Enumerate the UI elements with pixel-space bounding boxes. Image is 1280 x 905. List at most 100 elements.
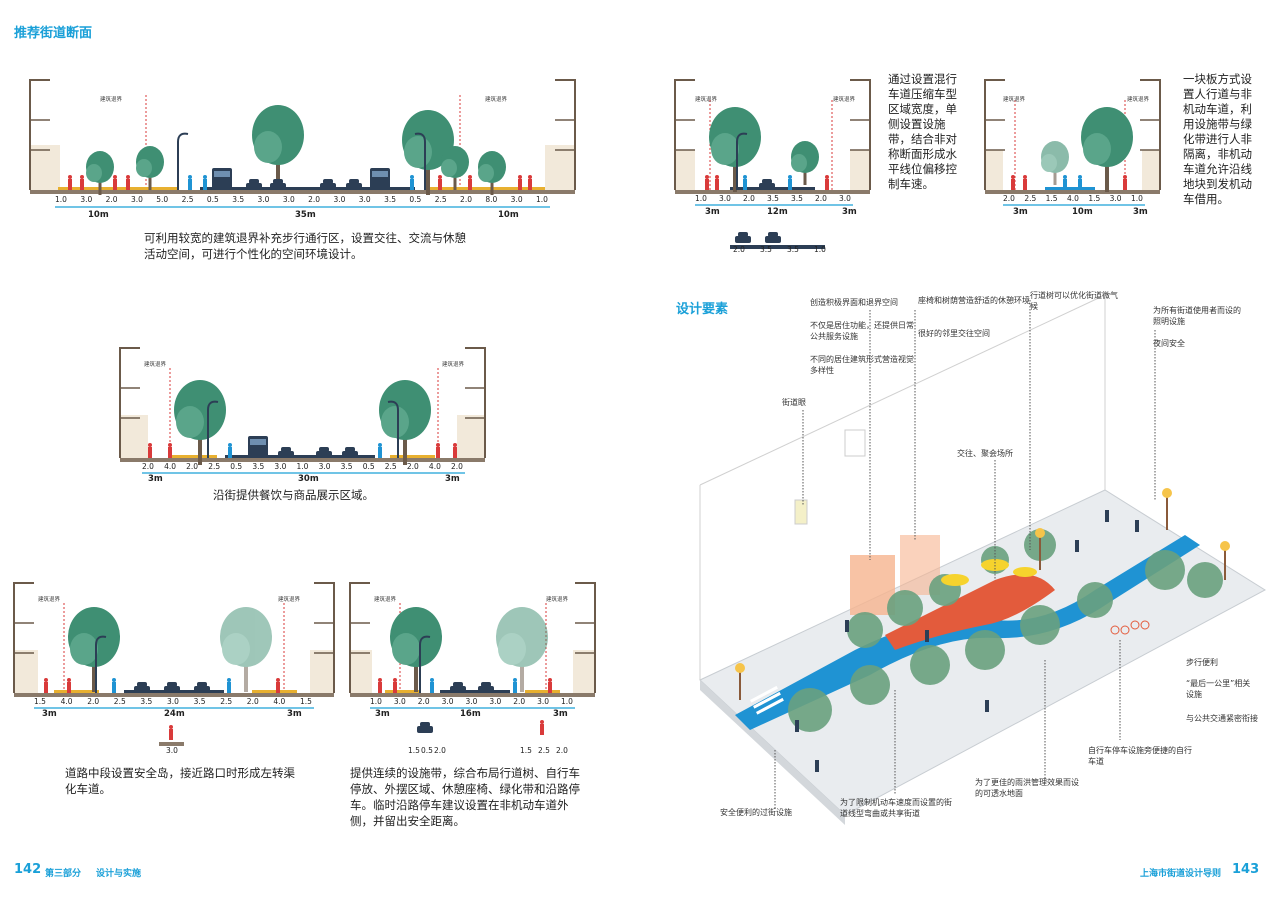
annotation-transit-link: 与公共交通紧密衔接 <box>1186 714 1258 723</box>
section-1-caption: 可利用较宽的建筑退界补充步行通行区，设置交往、交流与休憩活动空间，可进行个性化的… <box>144 231 466 261</box>
dimension-label: 3.5 <box>140 697 153 706</box>
isometric-street-illustration <box>695 290 1266 830</box>
setback-label-right: 建筑退界 <box>1127 97 1150 103</box>
dimension-label: 0.5 <box>230 462 243 471</box>
dimension-label: 2.0 <box>434 746 446 755</box>
section-title: 推荐街道断面 <box>14 26 93 41</box>
total-width-left: 10m <box>88 210 109 220</box>
dimension-label: 4.0 <box>60 697 73 706</box>
setback-label-left: 建筑退界 <box>695 97 718 103</box>
annotation-walkability: 步行便利 <box>1186 658 1218 667</box>
right-book-title: 上海市街道设计导则 <box>1140 869 1222 879</box>
dimension-label: 2.5 <box>113 697 126 706</box>
setback-label-right: 建筑退界 <box>278 597 301 603</box>
section-6-description: 一块板方式设置人行道与非机动车道，利用设施带与绿化带进行人非隔离，非机动车道允许… <box>1183 72 1252 206</box>
left-section-label: 设计与实施 <box>96 869 142 879</box>
dimension-label: 3.5 <box>252 462 265 471</box>
dimension-label: 5.0 <box>156 195 169 204</box>
dimension-label: 1.5 <box>408 746 420 755</box>
dimension-label: 1.5 <box>1045 194 1058 203</box>
section-2-caption: 沿街提供餐饮与商品展示区域。 <box>213 488 374 502</box>
dimension-label: 3.0 <box>274 462 287 471</box>
total-width-left: 3m <box>42 709 57 719</box>
dimension-label: 4.0 <box>164 462 176 471</box>
setback-label-left: 建筑退界 <box>1003 97 1026 103</box>
dimension-label: 3.5 <box>384 195 397 204</box>
dimension-label: 3.0 <box>1109 194 1122 203</box>
dimension-label: 3.0 <box>537 697 550 706</box>
dimension-label: 1.5 <box>1088 194 1101 203</box>
annotation-neighborhood-interaction: 很好的邻里交往空间 <box>918 329 990 338</box>
street-section-4-drawing <box>349 582 596 735</box>
dimension-label: 3.0 <box>80 195 93 204</box>
setback-label-right: 建筑退界 <box>546 597 569 603</box>
annotation-last-mile: “最后一公里”相关设施 <box>1186 679 1251 699</box>
setback-label-left: 建筑退界 <box>374 597 397 603</box>
annotation-gathering-place: 交往、聚会场所 <box>957 449 1013 458</box>
dimension-label: 2.0 <box>87 697 100 706</box>
annotation-traffic-calming: 为了限制机动车速度而设置的街道线型弯曲或共享街道 <box>840 798 952 818</box>
dimension-label: 2.0 <box>186 462 199 471</box>
dimension-label: 3.0 <box>393 697 406 706</box>
dimension-label: 2.0 <box>513 697 526 706</box>
dimension-label: 3.0 <box>358 195 371 204</box>
dimension-label: 2.0 <box>142 462 154 471</box>
dimension-label: 2.0 <box>1003 194 1015 203</box>
annotation-bike-parking: 自行车停车设施旁便捷的自行车道 <box>1088 746 1192 766</box>
dimension-label: 2.5 <box>384 462 397 471</box>
dimension-label: 3.0 <box>167 697 179 706</box>
dimension-label: 2.0 <box>556 746 568 755</box>
dimension-label: 1.0 <box>814 245 826 254</box>
annotation-street-trees: 行道树可以优化街道微气候 <box>1030 291 1118 311</box>
total-width-right: 3m <box>842 207 857 217</box>
annotation-safe-crossing: 安全便利的过街设施 <box>720 808 792 817</box>
street-section-5-drawing <box>674 79 871 249</box>
annotation-visual-diversity: 不同的居住建筑形式营造视觉多样性 <box>810 355 914 375</box>
dimension-label: 0.5 <box>362 462 375 471</box>
total-width-right: 3m <box>1133 207 1148 217</box>
dimension-label: 4.0 <box>273 697 286 706</box>
setback-label-left: 建筑退界 <box>144 362 167 368</box>
dimension-label: 2.5 <box>208 462 221 471</box>
total-width-center: 35m <box>295 210 316 220</box>
dimension-label: 0.5 <box>206 195 219 204</box>
dimension-label: 3.0 <box>489 697 502 706</box>
dimension-label: 3.5 <box>760 245 772 254</box>
total-width-right: 3m <box>287 709 302 719</box>
dimension-label: 3.5 <box>340 462 353 471</box>
total-width-right: 3m <box>553 709 568 719</box>
setback-label-right: 建筑退界 <box>442 362 465 368</box>
dimension-label: 2.0 <box>406 462 419 471</box>
street-section-6-drawing <box>984 79 1161 206</box>
dimension-label: 4.0 <box>428 462 441 471</box>
annotation-seating-shade: 座椅和树荫营造舒适的休憩环境 <box>918 296 1030 305</box>
dimension-label: 0.5 <box>421 746 433 755</box>
dimension-label: 1.0 <box>561 697 573 706</box>
dimension-label: 2.5 <box>181 195 194 204</box>
total-width-right: 3m <box>445 474 460 484</box>
dimension-label: 3.0 <box>510 195 523 204</box>
total-width-center: 12m <box>767 207 788 217</box>
dimension-label: 3.5 <box>193 697 206 706</box>
total-width-left: 3m <box>148 474 163 484</box>
dimension-label: 3.0 <box>130 195 143 204</box>
dimension-label: 1.0 <box>536 195 548 204</box>
total-width-left: 3m <box>1013 207 1028 217</box>
dimension-label: 1.0 <box>1131 194 1143 203</box>
island-width: 3.0 <box>166 746 178 755</box>
section-4-caption: 提供连续的设施带，综合布局行道树、自行车停放、外摆区域、休憩座椅、绿化带和沿路停… <box>350 766 580 828</box>
section-3-caption: 道路中段设置安全岛，接近路口时形成左转渠化车道。 <box>65 766 295 796</box>
street-section-2-drawing <box>119 347 486 474</box>
total-width-center: 24m <box>164 709 185 719</box>
setback-label-right: 建筑退界 <box>485 97 508 103</box>
